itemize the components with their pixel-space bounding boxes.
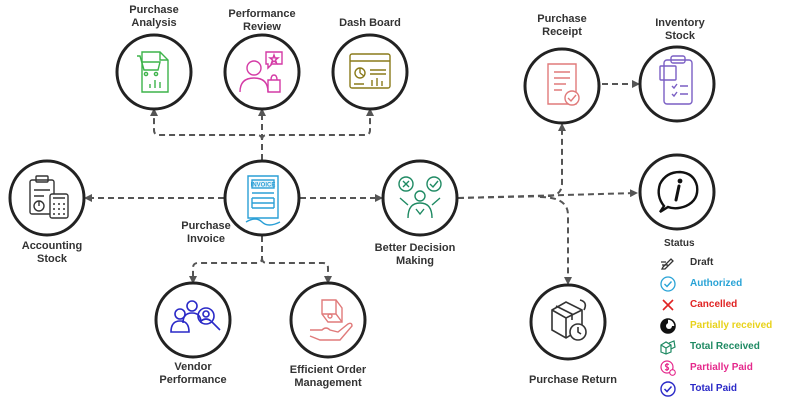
- label-purchase-receipt: Purchase Receipt: [537, 13, 587, 38]
- check-circle-icon: [660, 275, 676, 292]
- person-review-icon: [239, 51, 283, 93]
- connector-invoice-to-dashboard: [261, 108, 374, 141]
- node-circles: [8, 33, 716, 361]
- legend-label: Partially Paid: [690, 362, 753, 373]
- inventory-clipboard-icon: [659, 55, 693, 105]
- label-better-decision: Better Decision Making: [374, 242, 456, 267]
- legend-label: Partially received: [690, 320, 773, 331]
- legend-label: Authorized: [690, 278, 743, 289]
- legend-label: Total Received: [690, 341, 760, 352]
- label-inventory-stock: Inventory Stock: [655, 17, 705, 42]
- legend-label: Cancelled: [690, 299, 738, 310]
- label-status: Status: [664, 238, 695, 249]
- legend-item-total-received: Total Received: [660, 336, 798, 357]
- connector-invoice-to-efficient: [261, 257, 332, 284]
- cart-report-icon: [137, 51, 169, 93]
- receipt-icon: [547, 63, 580, 106]
- node-accounting-stock: [8, 159, 86, 237]
- label-purchase-return: Purchase Return: [528, 374, 618, 386]
- label-efficient-order: Efficient Order Management: [289, 364, 367, 389]
- legend-item-total-paid: Total Paid: [660, 378, 798, 399]
- decision-person-icon: [398, 176, 442, 219]
- pen-icon: [660, 255, 676, 271]
- status-legend: Draft Authorized Cancelled Partially rec…: [660, 252, 798, 399]
- connector-decision-to-return: [539, 196, 572, 285]
- node-performance-review: [223, 33, 301, 111]
- legend-item-cancelled: Cancelled: [660, 294, 798, 315]
- info-icon: [657, 170, 699, 214]
- connectors: [84, 80, 640, 285]
- node-purchase-receipt: [523, 47, 601, 125]
- x-icon: [660, 297, 676, 313]
- legend-item-partially-received: Partially received: [660, 315, 798, 336]
- node-efficient-order: [289, 281, 367, 359]
- connector-decision-to-receipt: [457, 123, 566, 199]
- label-accounting-stock: Accounting Stock: [21, 240, 83, 265]
- accounting-calculator-icon: [29, 175, 69, 219]
- node-better-decision: [381, 159, 459, 237]
- check-circle-icon: [660, 380, 676, 397]
- connector-decision-to-status: [457, 189, 638, 199]
- dashboard-icon: [349, 53, 391, 89]
- boxes-icon: [660, 339, 676, 355]
- legend-item-partially-paid: Partially Paid: [660, 357, 798, 378]
- legend-item-authorized: Authorized: [660, 273, 798, 294]
- box-clock-icon: [551, 299, 587, 341]
- hand-box-icon: [309, 299, 353, 341]
- label-purchase-analysis: Purchase Analysis: [129, 4, 179, 29]
- dollar-coin-icon: [660, 359, 676, 376]
- label-performance-review: Performance Review: [228, 8, 296, 33]
- invoice-document-icon: [245, 175, 281, 226]
- connector-invoice-to-analysis: [150, 108, 263, 160]
- label-purchase-invoice: Purchase Invoice: [181, 220, 231, 245]
- invoice-icon-text: INVOICE: [251, 183, 276, 189]
- node-vendor-performance: [154, 281, 232, 359]
- node-dash-board: [331, 33, 409, 111]
- half-circle-icon: [660, 317, 676, 334]
- label-vendor-performance: Vendor Performance: [159, 361, 227, 386]
- legend-item-draft: Draft: [660, 252, 798, 273]
- node-purchase-analysis: [115, 33, 193, 111]
- vendor-people-icon: [170, 300, 221, 333]
- legend-label: Total Paid: [690, 383, 738, 394]
- legend-label: Draft: [690, 257, 714, 268]
- label-dash-board: Dash Board: [339, 17, 401, 29]
- node-purchase-return: [529, 283, 607, 361]
